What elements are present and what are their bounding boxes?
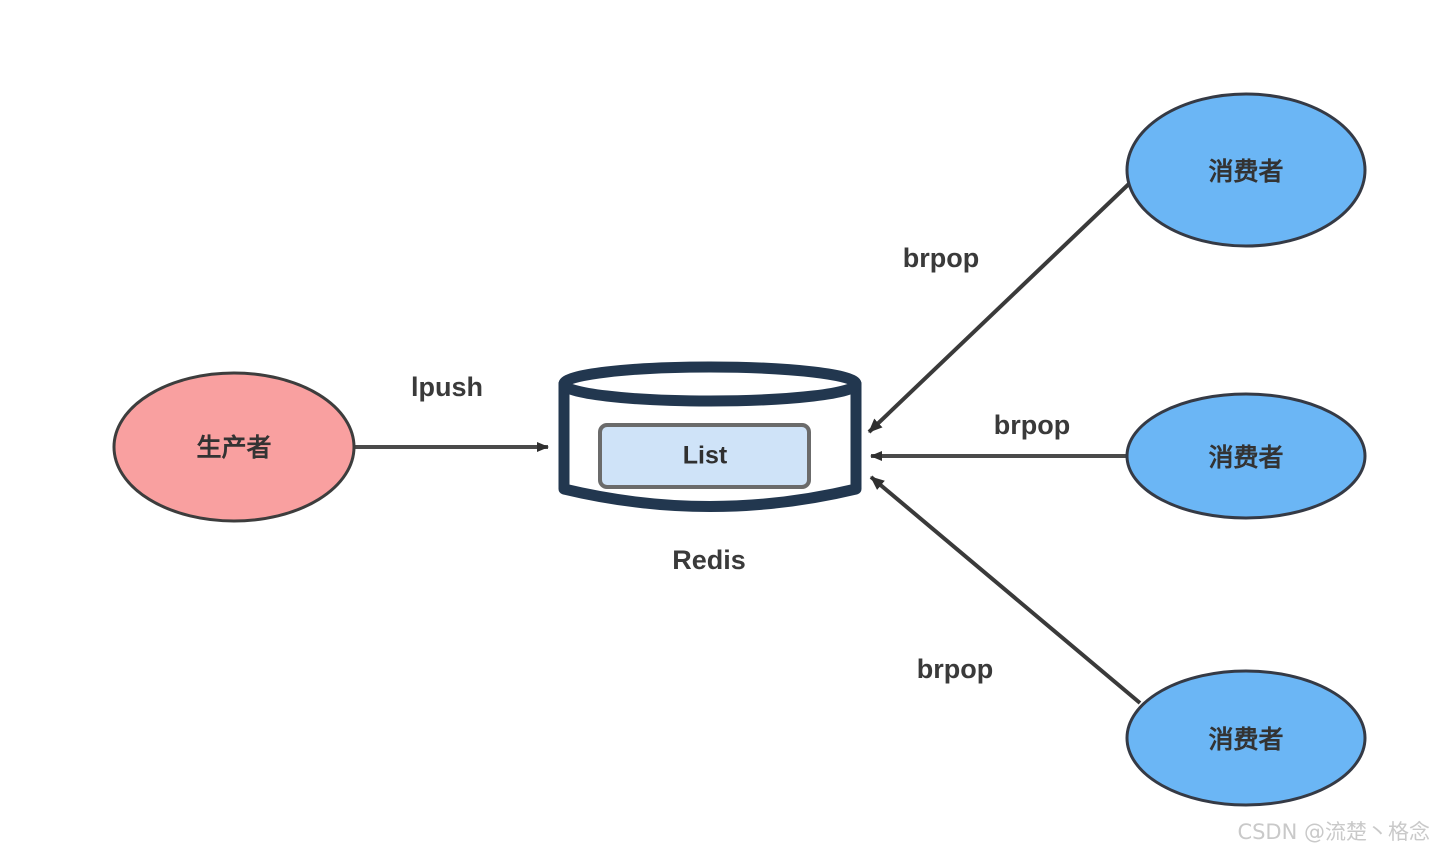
edge-line-brpop-top — [867, 178, 1135, 434]
consumer-top-label: 消费者 — [1208, 157, 1283, 186]
edge-label-brpop-middle: brpop — [994, 410, 1070, 440]
consumer-bottom-ellipse[interactable] — [1125, 669, 1367, 807]
edge-consumer-1-to-store: brpop — [867, 178, 1135, 434]
consumer-middle-label: 消费者 — [1208, 443, 1283, 472]
cylinder-top-rim — [558, 361, 862, 407]
redis-caption: Redis — [672, 545, 746, 575]
consumer-middle-ellipse[interactable] — [1125, 392, 1367, 520]
csdn-watermark: CSDN @流楚丶格念 — [1237, 820, 1430, 844]
list-box-rect[interactable] — [598, 423, 811, 489]
edge-label-brpop-top: brpop — [903, 243, 979, 273]
node-consumer-bottom[interactable]: 消费者 — [1125, 669, 1367, 807]
edge-label-brpop-bottom: brpop — [917, 654, 993, 684]
list-box-label: List — [683, 442, 728, 470]
consumer-top-ellipse[interactable] — [1125, 92, 1367, 248]
producer-label: 生产者 — [196, 433, 271, 462]
node-consumer-top[interactable]: 消费者 — [1125, 92, 1367, 248]
edge-consumer-3-to-store: brpop — [869, 475, 1142, 705]
edge-label-lpush: lpush — [411, 372, 483, 402]
edge-line-brpop-bottom — [869, 475, 1142, 705]
node-consumer-middle[interactable]: 消费者 — [1125, 392, 1367, 520]
list-box[interactable]: List — [598, 423, 811, 489]
node-redis-store[interactable]: List Redis — [558, 361, 862, 575]
edge-producer-to-store: lpush — [355, 372, 549, 452]
consumer-bottom-label: 消费者 — [1208, 725, 1283, 754]
edge-consumer-2-to-store: brpop — [870, 410, 1126, 461]
producer-ellipse[interactable] — [112, 371, 356, 523]
node-producer[interactable]: 生产者 — [112, 371, 356, 523]
